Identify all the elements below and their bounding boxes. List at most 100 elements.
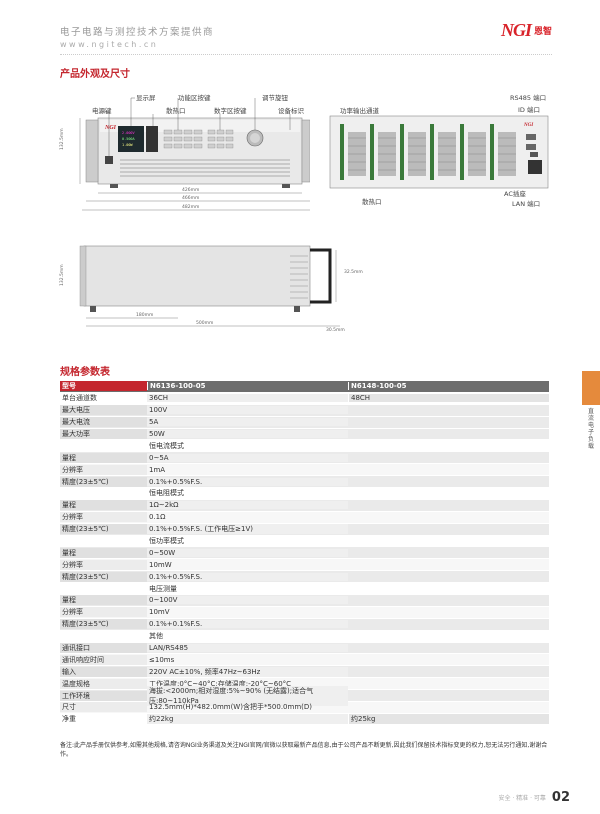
row-label: 量程 — [60, 500, 147, 511]
side-tab-label: 直流电子负载 — [587, 408, 594, 450]
header-model: 型号 — [60, 381, 147, 392]
header-divider — [60, 54, 552, 55]
row-value-b: 48CH — [348, 394, 549, 403]
section-title-specs: 规格参数表 — [60, 367, 110, 378]
header-url[interactable]: www.ngitech.cn — [60, 40, 159, 49]
section-title-appearance: 产品外观及尺寸 — [60, 69, 130, 80]
row-value: 10mW — [149, 560, 172, 569]
row-label: 分辨率 — [60, 607, 147, 618]
label-device-id: 设备标识 — [278, 107, 304, 115]
label-vent-rear: 散热口 — [362, 198, 382, 206]
row-label: 单台通道数 — [62, 394, 97, 403]
row-value: LAN/RS485 — [147, 644, 348, 653]
row-value: 0.1Ω — [149, 513, 166, 522]
dim-depth-500: 500mm — [196, 321, 214, 326]
dim-depth-180: 180mm — [136, 313, 154, 318]
label-power-channel: 功率输出通道 — [340, 107, 379, 115]
label-num-keys: 数字区按键 — [214, 107, 247, 115]
screen-power: 1.00W — [122, 143, 133, 147]
label-vent-front: 散热口 — [166, 107, 186, 115]
row-label: 通讯响应时间 — [60, 654, 147, 665]
footnote: 备注:此产品手册仅供参考,如需其他规格,请咨询NGI业务渠道及关注NGI官网/官… — [60, 742, 548, 758]
svg-text:NGI: NGI — [523, 123, 534, 128]
row-value: 1Ω~2kΩ — [147, 501, 348, 510]
table-row: 电压测量 — [60, 583, 549, 596]
label-power-key: 电源键 — [92, 107, 112, 115]
table-row: 精度(23±5℃)0.1%+0.5%F.S. — [60, 476, 549, 489]
dim-width-466: 466mm — [182, 196, 200, 201]
row-label: 工作环境 — [60, 690, 147, 701]
table-row: 工作环境海拔:<2000m;相对湿度:5%~90% (无结露);适合气压:80~… — [60, 685, 549, 706]
table-row: 精度(23±5℃)0.1%+0.5%F.S. — [60, 571, 549, 584]
row-label: 分辨率 — [60, 559, 147, 570]
row-label: 温度规格 — [60, 678, 147, 689]
row-value: 恒功率模式 — [147, 536, 348, 547]
header-model-b: N6148-100-05 — [348, 382, 549, 391]
row-value: 电压测量 — [147, 583, 348, 594]
row-label: 量程 — [60, 452, 147, 463]
label-display: 显示屏 — [136, 94, 156, 102]
row-label: 输入 — [60, 666, 147, 677]
table-row: 精度(23±5℃)0.1%+0.5%F.S. (工作电压≥1V) — [60, 523, 549, 536]
table-row: 通讯响应时间≤10ms — [60, 654, 549, 667]
row-value: 0.1%+0.5%F.S. — [147, 572, 348, 581]
screen-current: 0.500A — [122, 137, 136, 141]
label-ac-socket: AC插座 — [504, 190, 526, 198]
row-value: 0~100V — [147, 596, 348, 605]
row-value: 132.5mm(H)*482.0mm(W)含把手*500.0mm(D) — [149, 703, 312, 712]
row-value: 36CH — [147, 394, 348, 403]
table-row: 恒电阻模式 — [60, 488, 549, 500]
row-value: 220V AC±10%, 频率47Hz~63Hz — [147, 666, 348, 677]
row-value: 1mA — [149, 465, 166, 474]
label-lan-port: LAN 端口 — [512, 200, 541, 208]
row-value: 恒电阻模式 — [147, 488, 348, 499]
rear-view-drawing: NGI — [329, 115, 549, 189]
brand-logo: NGI 恩智 — [501, 20, 552, 41]
header-tagline: 电子电路与测控技术方案提供商 — [60, 27, 215, 38]
label-func-keys: 功能区按键 — [178, 94, 211, 102]
row-label: 精度(23±5℃) — [60, 476, 147, 487]
table-row: 恒电流模式 — [60, 440, 549, 453]
side-tab-marker — [582, 371, 600, 405]
svg-text:NGI: NGI — [104, 125, 117, 131]
page-number: 02 — [551, 790, 570, 805]
table-row: 恒功率模式 — [60, 535, 549, 548]
row-value: 10mV — [149, 608, 170, 617]
row-label: 尺寸 — [60, 702, 147, 713]
row-value: 工作温度:0°C~40°C;存储温度:-20°C~60°C — [149, 679, 292, 688]
row-label: 最大电流 — [60, 417, 147, 428]
dim-front-height: 132.5mm — [60, 128, 65, 150]
label-knob: 调节旋钮 — [262, 94, 288, 102]
row-label: 量程 — [60, 595, 147, 606]
row-label: 最大电压 — [60, 405, 147, 416]
side-view-drawing — [79, 245, 340, 327]
label-rs485-port: RS485 端口 — [510, 94, 547, 102]
table-header: 型号 N6136-100-05 N6148-100-05 — [60, 381, 549, 393]
brand-mark: NGI — [500, 20, 532, 40]
row-value: 其他 — [147, 631, 348, 642]
row-value: 海拔:<2000m;相对湿度:5%~90% (无结露);适合气压:80~110k… — [147, 685, 348, 706]
row-value: 100V — [147, 406, 348, 415]
screen-voltage: 2.000V — [122, 131, 136, 135]
row-label: 净重 — [62, 715, 76, 724]
row-label: 量程 — [60, 547, 147, 558]
header-model-a: N6136-100-05 — [147, 382, 348, 391]
row-value: 0~50W — [147, 548, 348, 557]
dim-side-height: 132.5mm — [60, 264, 65, 286]
row-value: 0.1%+0.5%F.S. (工作电压≥1V) — [147, 524, 348, 535]
row-label: 分辨率 — [60, 512, 147, 523]
